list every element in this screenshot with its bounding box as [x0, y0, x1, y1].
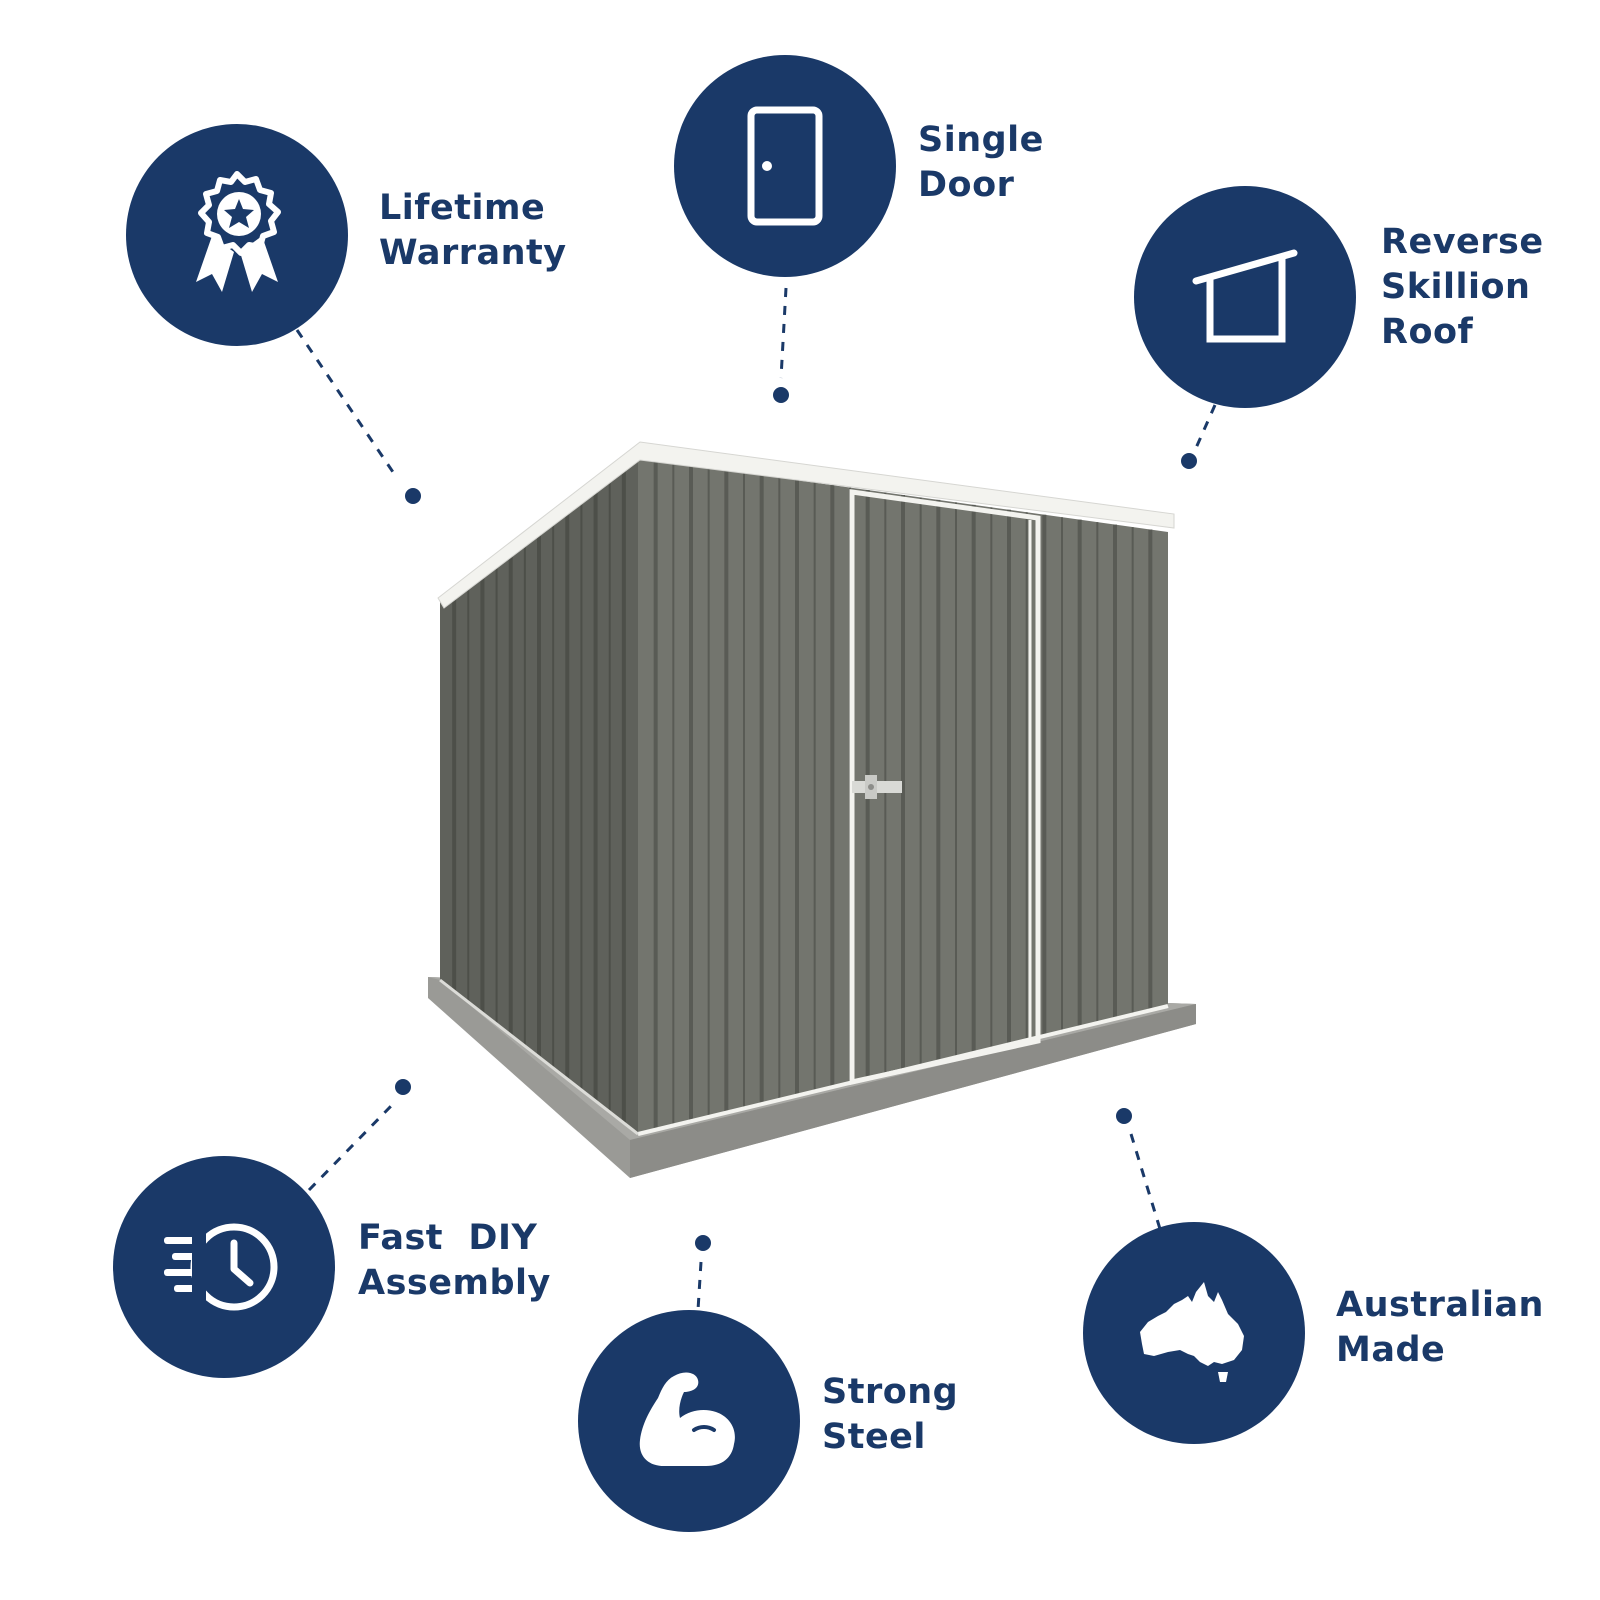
badge-fast-diy-assembly	[113, 1156, 335, 1378]
badge-lifetime-warranty	[126, 124, 348, 346]
connector-reverse-skillion-roof	[1181, 404, 1217, 469]
connector-single-door	[773, 287, 789, 403]
badge-strong-steel	[578, 1310, 800, 1532]
shed-roof-trim	[437, 441, 1175, 609]
connector-strong-steel	[695, 1235, 711, 1311]
badge-single-door	[674, 55, 896, 277]
badge-australian-made	[1083, 1222, 1305, 1444]
australia-map-icon	[1140, 1282, 1244, 1382]
award-ribbon-icon	[196, 171, 281, 292]
connector-lifetime-warranty	[295, 329, 421, 504]
door-icon	[747, 106, 823, 226]
badge-reverse-skillion-roof	[1134, 186, 1356, 408]
skillion-roof-icon	[1192, 249, 1298, 343]
connector-fast-diy-assembly	[307, 1079, 411, 1192]
flexed-arm-icon	[639, 1372, 735, 1466]
door-latch	[852, 775, 902, 799]
connector-australian-made	[1116, 1108, 1162, 1230]
shed-door-frame	[849, 489, 1041, 1086]
fast-clock-icon	[164, 1223, 278, 1311]
